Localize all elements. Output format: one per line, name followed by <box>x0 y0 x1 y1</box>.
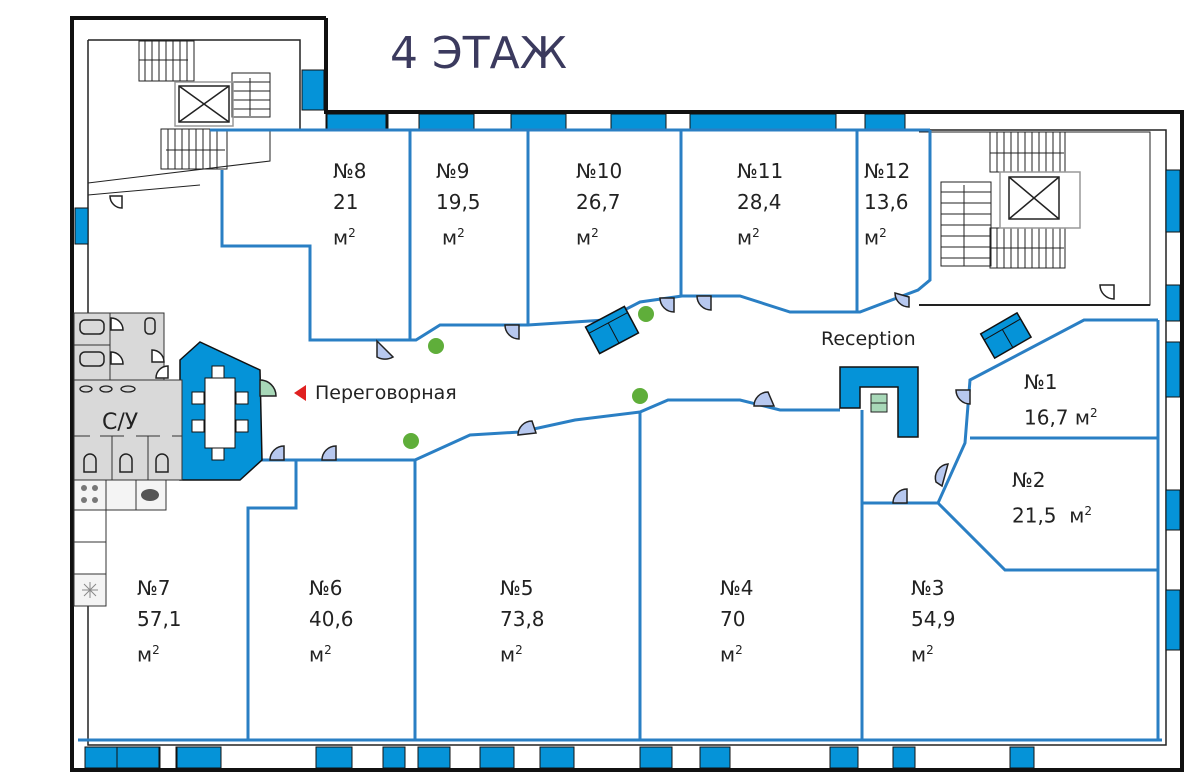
triangle-marker-icon <box>294 385 306 401</box>
room-area: 28,4 <box>737 190 782 214</box>
room-unit: м2 <box>911 642 934 667</box>
meeting-room-label: Переговорная <box>315 382 457 404</box>
reception-label: Reception <box>821 328 916 350</box>
room-9[interactable]: №9 19,5 м2 <box>436 156 481 254</box>
reception-desk <box>839 366 919 438</box>
room-area: 19,5 <box>436 190 481 214</box>
stairs-right <box>919 131 1151 306</box>
room-unit: м2 <box>737 225 760 250</box>
room-unit: м2 <box>309 642 332 667</box>
room-number: №7 <box>137 576 171 600</box>
room-area: 40,6 <box>309 607 354 631</box>
room-number: №6 <box>309 576 343 600</box>
room-7[interactable]: №7 57,1 м2 <box>137 573 182 671</box>
room-area-line: 21,5 м2 <box>1012 503 1092 528</box>
room-number: №5 <box>500 576 534 600</box>
room-unit: м2 <box>576 225 599 250</box>
room-unit: м2 <box>442 225 465 250</box>
room-5[interactable]: №5 73,8 м2 <box>500 573 545 671</box>
room-number: №2 <box>1012 468 1046 492</box>
room-area: 54,9 <box>911 607 956 631</box>
room-2[interactable]: №2 21,5 м2 <box>1012 465 1092 532</box>
room-10[interactable]: №10 26,7 м2 <box>576 156 622 254</box>
door-icon <box>109 195 1115 379</box>
room-area: 26,7 <box>576 190 621 214</box>
sink-icon <box>79 385 136 393</box>
room-number: №4 <box>720 576 754 600</box>
stove-icon <box>81 480 159 510</box>
room-number: №10 <box>576 159 623 183</box>
stairs-left <box>87 40 271 196</box>
room-number: №12 <box>864 159 911 183</box>
plant-icon <box>403 306 654 449</box>
room-area: 57,1 <box>137 607 182 631</box>
exterior-walls <box>70 16 1184 772</box>
room-4[interactable]: №4 70 м2 <box>720 573 754 671</box>
room-3[interactable]: №3 54,9 м2 <box>911 573 956 671</box>
room-unit: м2 <box>864 225 887 250</box>
meeting-room <box>179 341 263 481</box>
wc-block <box>73 312 183 607</box>
room-unit: м2 <box>500 642 523 667</box>
wc-label: С/У <box>102 410 139 435</box>
room-number: №1 <box>1024 370 1058 394</box>
sofa-icon <box>584 305 640 355</box>
room-number: №9 <box>436 159 470 183</box>
room-6[interactable]: №6 40,6 м2 <box>309 573 354 671</box>
room-8[interactable]: №8 21 м2 <box>333 156 367 254</box>
room-1[interactable]: №1 16,7 м2 <box>1024 367 1098 434</box>
floor-title: 4 ЭТАЖ <box>390 28 568 79</box>
room-area: 73,8 <box>500 607 545 631</box>
elevator-icon <box>174 81 234 127</box>
snowflake-icon <box>82 582 98 598</box>
room-area: 13,6 <box>864 190 909 214</box>
room-11[interactable]: №11 28,4 м2 <box>737 156 783 254</box>
room-unit: м2 <box>333 225 356 250</box>
toilet-icon <box>79 317 169 473</box>
room-number: №3 <box>911 576 945 600</box>
room-number: №11 <box>737 159 784 183</box>
door-icon <box>269 292 971 504</box>
room-unit: м2 <box>720 642 743 667</box>
room-12[interactable]: №12 13,6 м2 <box>864 156 910 254</box>
room-area: 70 <box>720 607 746 631</box>
room-unit: м2 <box>137 642 160 667</box>
room-number: №8 <box>333 159 367 183</box>
room-area: 21 <box>333 190 359 214</box>
elevator-icon <box>999 171 1081 229</box>
room-area-line: 16,7 м2 <box>1024 405 1098 430</box>
door-icon <box>259 379 277 397</box>
windows-bottom <box>84 746 1035 769</box>
meeting-table-icon <box>191 365 249 461</box>
sofa-icon <box>979 311 1033 360</box>
inner-wall-line <box>87 39 1167 746</box>
